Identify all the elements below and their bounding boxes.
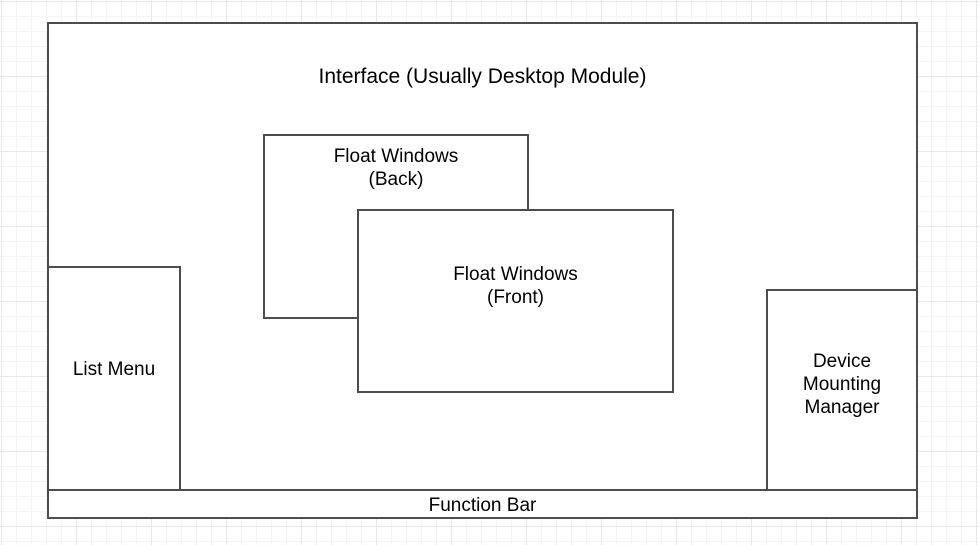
interface-label: Interface (Usually Desktop Module) [318, 65, 647, 88]
float-window-front-label: Float Windows (Front) [453, 264, 578, 309]
list-menu-label: List Menu [72, 359, 156, 380]
float-window-front-box[interactable]: Float Windows (Front) [357, 209, 674, 393]
device-mounting-manager-box[interactable]: Device Mounting Manager [766, 289, 918, 491]
float-window-back-label: Float Windows (Back) [333, 146, 459, 191]
list-menu-box[interactable]: List Menu [47, 266, 181, 491]
function-bar-box[interactable]: Function Bar [47, 489, 918, 519]
device-mounting-manager-label: Device Mounting Manager [802, 351, 882, 419]
function-bar-label: Function Bar [428, 495, 537, 516]
